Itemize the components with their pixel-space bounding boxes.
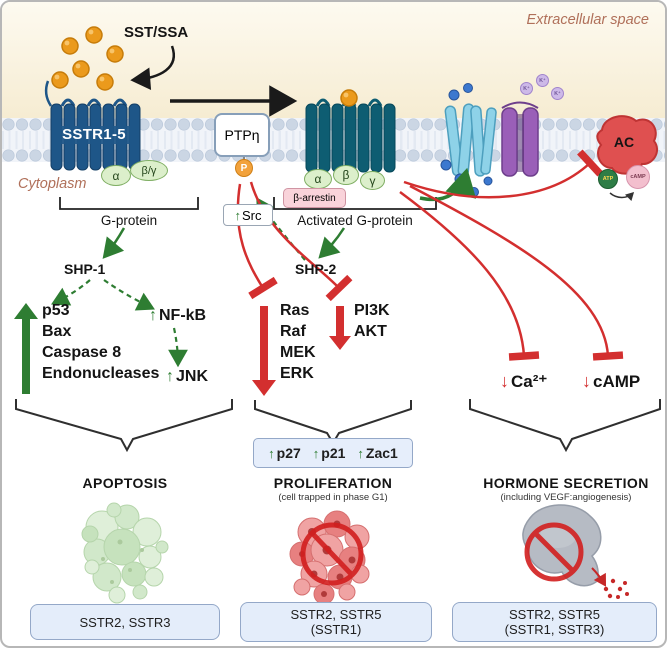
camp-label: cAMP [593,372,641,391]
gene-akt: AKT [354,323,387,340]
p21-label: p21 [321,444,346,461]
gene-raf: Raf [280,323,306,340]
gene-endonucleases: Endonucleases [42,365,160,382]
adenylyl-cyclase-label: AC [613,134,635,150]
g-protein-label: G-protein [100,213,158,228]
ptp-eta-box: PTPη [214,113,270,157]
up-arrow-icon: ↑ [357,445,364,461]
gene-erk: ERK [280,365,314,382]
calcium-label: Ca²⁺ [511,372,548,391]
g-protein-bracket [59,197,199,210]
zac1-item: ↑ Zac1 [357,444,398,461]
k-ion-icon: K⁺ [520,82,533,95]
hormone-title: HORMONE SECRETION [483,475,649,491]
apoptosis-title: APOPTOSIS [82,475,168,491]
ligand-binding-arrow [130,45,175,90]
p27-label: p27 [276,444,301,461]
sstr-receptor-icon [44,80,141,171]
receptor-box-proliferation-line2: (SSTR1) [310,622,362,637]
receptor-box-hormone-line1: SSTR2, SSTR5 [508,607,601,622]
beta-arrestin-box: β-arrestin [283,188,346,208]
receptor-box-hormone-line2: (SSTR1, SSTR3) [504,622,605,637]
prohibition-sign-hormone [524,522,584,582]
src-box: ↑ Src [223,204,273,226]
adenylyl-cyclase-icon [596,115,659,175]
up-arrow-icon: ↑ [268,445,275,461]
activated-g-gamma-subunit: γ [360,171,385,190]
g-beta-gamma-subunit: β/γ [130,160,168,181]
cell-cycle-box: ↑ p27 ↑ p21 ↑ Zac1 [253,438,413,468]
potassium-channel-icon [501,101,539,177]
jnk-label: JNK [176,368,209,385]
receptor-box-apoptosis: SSTR2, SSTR3 [30,604,220,640]
sst-ligand-cluster-icon [51,26,124,91]
extracellular-space-label: Extracellular space [526,12,650,28]
up-arrow-icon: ↑ [149,307,157,324]
camp-icon: cAMP [626,165,650,189]
receptor-box-proliferation: SSTR2, SSTR5 (SSTR1) [240,602,432,642]
atp-camp-arrow [609,191,635,201]
src-label: Src [242,207,262,223]
proliferation-title: PROLIFERATION [273,475,393,491]
jnk-item: ↑ JNK [166,368,208,386]
phosphate-icon: P [235,159,253,177]
k-ion-icon: K⁺ [551,87,564,100]
sstr-receptor-label: SSTR1-5 [62,126,126,143]
receptor-box-apoptosis-text: SSTR2, SSTR3 [79,614,171,630]
apoptosis-illustration [81,502,169,604]
gene-pi3k: PI3K [354,302,390,319]
activated-sstr-receptor-icon [305,89,396,173]
g-alpha-subunit: α [101,165,131,186]
receptor-box-proliferation-line1: SSTR2, SSTR5 [290,607,382,622]
activated-g-protein-label: Activated G-protein [297,213,413,228]
prohibition-sign-proliferation [300,522,364,586]
cytoplasm-label: Cytoplasm [18,176,87,192]
camp-item: ↓ cAMP [582,371,640,392]
gene-caspase8: Caspase 8 [42,344,122,361]
calcium-item: ↓ Ca²⁺ [500,371,547,392]
shp1-label: SHP-1 [64,261,106,277]
gene-bax: Bax [42,323,72,340]
gene-p53: p53 [42,302,70,319]
up-arrow-icon: ↑ [312,445,320,461]
p21-item: ↑ p21 [312,444,346,461]
shp2-label: SHP-2 [295,261,337,277]
ptp-eta-label: PTPη [224,127,260,143]
receptor-box-hormone: SSTR2, SSTR5 (SSTR1, SSTR3) [452,602,657,642]
zac1-label: Zac1 [365,444,398,461]
up-arrow-icon: ↑ [234,207,242,223]
p27-item: ↑ p27 [268,444,301,461]
up-arrow-icon: ↑ [166,368,174,385]
calcium-channel-icon [440,83,497,197]
down-arrow-icon: ↓ [500,371,509,391]
k-ion-icon: K⁺ [536,74,549,87]
apoptosis-up-arrow-icon [14,303,38,394]
activated-g-protein-bracket [273,197,437,210]
hormone-subtitle: (including VEGF:angiogenesis) [500,492,632,503]
proliferation-illustration [289,510,370,605]
hormone-secretion-illustration [522,504,629,599]
nfkb-label: NF-kB [159,307,207,324]
dashed-green-arrows [51,197,306,368]
ligand-label: SST/SSA [124,24,189,41]
activated-g-beta-subunit: β [333,165,359,185]
red-inhibition-lines [236,149,624,361]
mapk-down-arrow-icon [252,306,276,396]
activated-g-alpha-subunit: α [304,169,332,189]
proliferation-subtitle: (cell trapped in phase G1) [278,492,388,503]
pi3k-down-arrow-icon [329,306,351,350]
gene-ras: Ras [280,302,310,319]
nfkb-item: ↑ NF-kB [149,307,206,325]
atp-icon: ATP [598,169,618,189]
down-arrow-icon: ↓ [582,371,591,391]
gene-mek: MEK [280,344,316,361]
